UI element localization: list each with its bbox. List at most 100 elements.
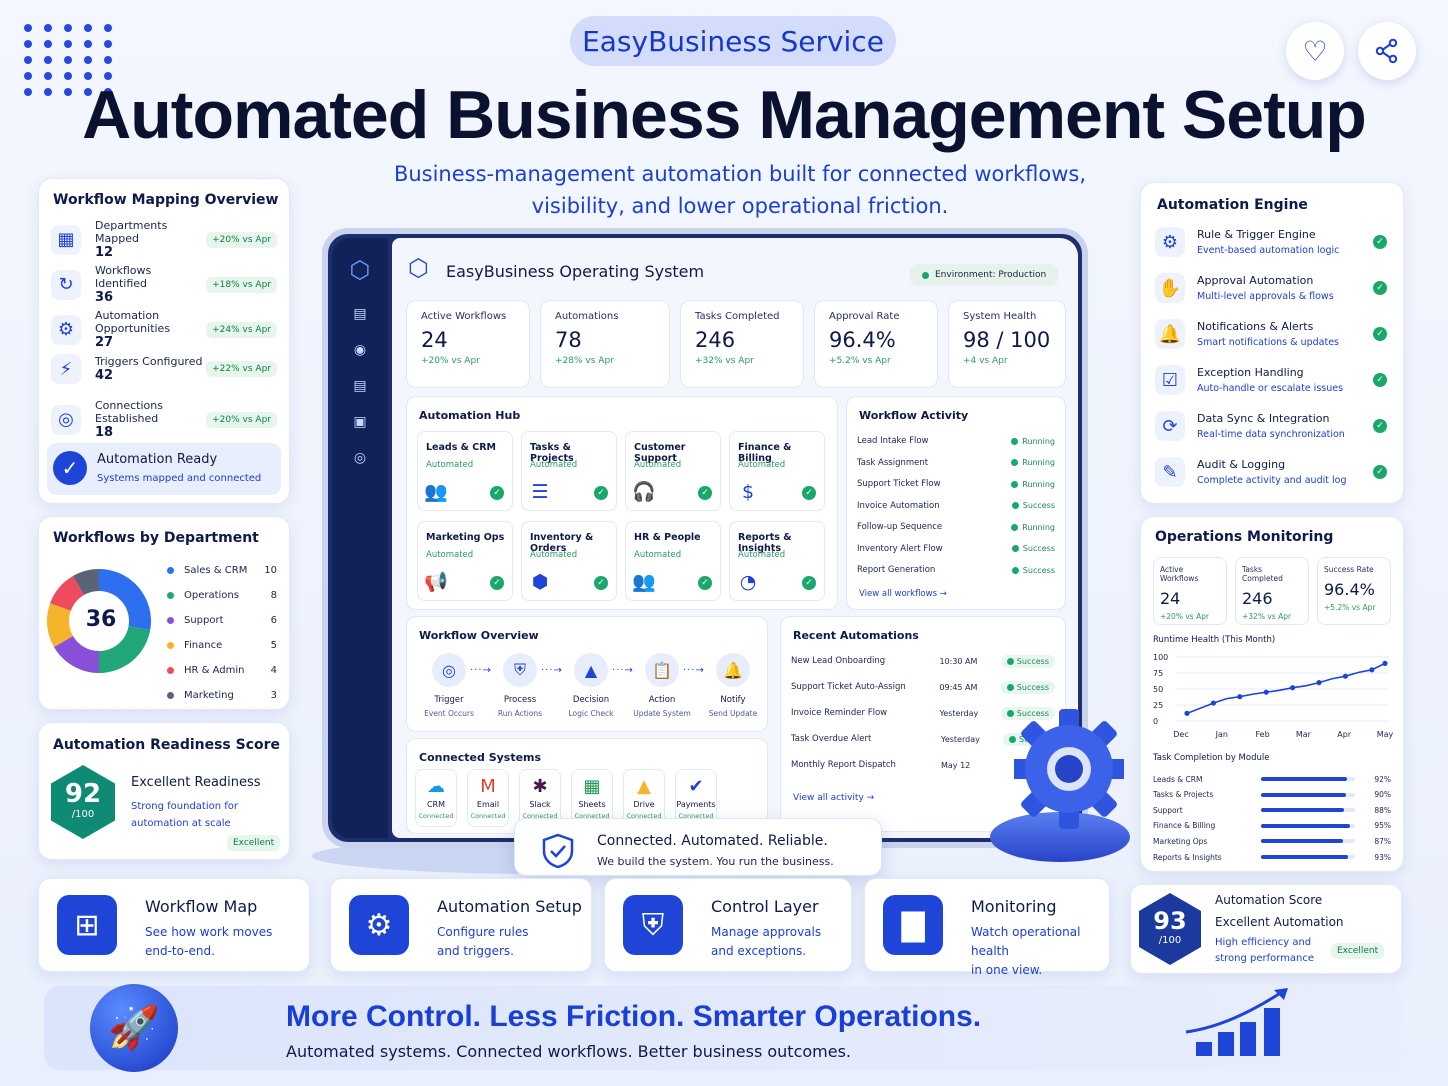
- view-all-workflows-link[interactable]: View all workflows →: [859, 589, 947, 599]
- hub-tile-name: Customer Support: [634, 442, 686, 464]
- legend-label: Support: [184, 615, 224, 626]
- panel-title: Recent Automations: [793, 629, 919, 642]
- hub-tile-status: Automated: [426, 550, 474, 560]
- activity-name: Invoice Automation: [857, 500, 940, 511]
- activity-row[interactable]: Inventory Alert Flow Success: [857, 539, 1055, 559]
- data-point: [1184, 710, 1190, 716]
- system-tile[interactable]: ▲ Drive Connected: [623, 769, 665, 827]
- ready-title: Automation Ready: [97, 452, 218, 467]
- system-status: Connected: [522, 812, 558, 820]
- donut-slice: [47, 603, 74, 647]
- legend-item: Support 6: [167, 615, 277, 626]
- legend-value: 6: [270, 615, 277, 626]
- kpi-label: Tasks Completed: [695, 311, 780, 322]
- hub-tile[interactable]: Marketing Ops Automated 📢 ✓: [417, 521, 513, 601]
- step-sub: Run Actions: [497, 709, 543, 718]
- mapping-row: ↻ Workflows Identified 36 +18% vs Apr: [51, 264, 277, 305]
- engine-item[interactable]: ✎ Audit & Logging Complete activity and …: [1155, 457, 1387, 487]
- hub-tile-name: HR & People: [634, 532, 701, 543]
- sidebar-nav-icon[interactable]: ▣: [353, 414, 367, 430]
- kpi-delta: +20% vs Apr: [421, 356, 480, 366]
- workflow-overview-panel: Workflow Overview ◎ Trigger Event Occurs…: [406, 616, 768, 732]
- hub-tile[interactable]: Tasks & Projects Automated ☰ ✓: [521, 431, 617, 511]
- system-tile[interactable]: ▦ Sheets Connected: [571, 769, 613, 827]
- legend-label: Marketing: [184, 690, 234, 701]
- engine-item-desc: Multi-level approvals & flows: [1197, 291, 1334, 302]
- hub-tile[interactable]: Customer Support Automated 🎧 ✓: [625, 431, 721, 511]
- system-tile[interactable]: ✔ Payments Connected: [675, 769, 717, 827]
- hub-tile-status: Automated: [738, 550, 786, 560]
- kpi-label: Active Workflows: [421, 311, 507, 322]
- check-icon: ✓: [594, 576, 608, 590]
- kpi-card: Approval Rate 96.4% +5.2% vs Apr: [814, 300, 938, 388]
- favorite-button[interactable]: ♡: [1286, 22, 1344, 80]
- recent-row[interactable]: New Lead Onboarding 10:30 AM Success: [791, 651, 1055, 671]
- engine-item[interactable]: ☑ Exception Handling Auto-handle or esca…: [1155, 365, 1387, 395]
- activity-row[interactable]: Task Assignment Running: [857, 453, 1055, 473]
- hub-tile[interactable]: Inventory & Orders Automated ⬢ ✓: [521, 521, 617, 601]
- view-all-activity-link[interactable]: View all activity →: [793, 793, 875, 803]
- delta-badge: +18% vs Apr: [206, 276, 277, 293]
- activity-row[interactable]: Follow-up Sequence Running: [857, 517, 1055, 537]
- recent-row[interactable]: Monthly Report Dispatch May 12: [791, 755, 1055, 775]
- footer-subtitle: Automated systems. Connected workflows. …: [286, 1042, 852, 1061]
- recent-row[interactable]: Support Ticket Auto-Assign 09:45 AM Succ…: [791, 677, 1055, 697]
- y-tick-label: 100: [1153, 653, 1168, 662]
- activity-row[interactable]: Support Ticket Flow Running: [857, 474, 1055, 494]
- activity-row[interactable]: Invoice Automation Success: [857, 496, 1055, 516]
- recent-row[interactable]: Invoice Reminder Flow Yesterday Success: [791, 703, 1055, 723]
- engine-item[interactable]: ⟳ Data Sync & Integration Real-time data…: [1155, 411, 1387, 441]
- donut-slice: [73, 569, 99, 596]
- building-icon: ▦: [51, 224, 81, 255]
- system-tile[interactable]: M Email Connected: [467, 769, 509, 827]
- mapping-row: ⚙ Automation Opportunities 27 +24% vs Ap…: [51, 309, 277, 350]
- sidebar-nav-icon[interactable]: ▤: [353, 306, 367, 322]
- kpi-label: Tasks Completed: [1242, 565, 1283, 583]
- hub-tile[interactable]: Reports & Insights Automated ◔ ✓: [729, 521, 825, 601]
- engine-item[interactable]: ✋ Approval Automation Multi-level approv…: [1155, 273, 1387, 303]
- sidebar-nav-icon[interactable]: ◎: [353, 450, 367, 466]
- feature-title: Workflow Map: [145, 897, 258, 916]
- system-name: Drive: [633, 800, 655, 809]
- data-point: [1210, 700, 1216, 706]
- y-tick-label: 0: [1153, 717, 1158, 726]
- gear-icon: ⚙: [51, 314, 81, 345]
- hub-tile[interactable]: HR & People Automated 👥 ✓: [625, 521, 721, 601]
- engine-item-desc: Complete activity and audit log: [1197, 475, 1347, 486]
- kpi-card: Active Workflows 24 +20% vs Apr: [406, 300, 530, 388]
- panel-title: Automation Hub: [419, 409, 521, 422]
- mapping-row: ▦ Departments Mapped 12 +20% vs Apr: [51, 219, 277, 260]
- monitor: ⬡ ▤ ◉ ▤ ▣ ◎ ⬡ EasyBusiness Operating Sys…: [322, 228, 1088, 848]
- activity-row[interactable]: Lead Intake Flow Running: [857, 431, 1055, 451]
- legend-swatch: [167, 667, 174, 674]
- kpi-card: System Health 98 / 100 +4 vs Apr: [948, 300, 1066, 388]
- engine-item-desc: Auto-handle or escalate issues: [1197, 383, 1344, 394]
- legend-label: HR & Admin: [184, 665, 245, 676]
- arrow-icon: ···→: [541, 665, 563, 676]
- workflow-step: 🔔 Notify Send Update: [701, 653, 765, 718]
- sidebar-nav-icon[interactable]: ◉: [353, 342, 367, 358]
- score-headline: Excellent Automation: [1215, 915, 1344, 929]
- hub-tile[interactable]: Leads & CRM Automated 👥 ✓: [417, 431, 513, 511]
- engine-item[interactable]: ⚙ Rule & Trigger Engine Event-based auto…: [1155, 227, 1387, 257]
- sidebar-nav-icon[interactable]: ▤: [353, 378, 367, 394]
- check-icon: ✓: [594, 486, 608, 500]
- system-tile[interactable]: ☁ CRM Connected: [415, 769, 457, 827]
- automation-score-card: 93 /100 Automation Score Excellent Autom…: [1130, 884, 1402, 974]
- legend-label: Operations: [184, 590, 239, 601]
- hub-tile[interactable]: Finance & Billing Automated $ ✓: [729, 431, 825, 511]
- feature-title: Automation Setup: [437, 897, 582, 916]
- share-button[interactable]: [1358, 22, 1416, 80]
- activity-row[interactable]: Report Generation Success: [857, 560, 1055, 580]
- system-tile[interactable]: ✱ Slack Connected: [519, 769, 561, 827]
- module-row: Marketing Ops 87%: [1153, 835, 1391, 847]
- engine-item[interactable]: 🔔 Notifications & Alerts Smart notificat…: [1155, 319, 1387, 349]
- donut-slice: [53, 636, 99, 673]
- recent-status: Success: [1000, 654, 1055, 668]
- module-bar-track: [1261, 792, 1355, 797]
